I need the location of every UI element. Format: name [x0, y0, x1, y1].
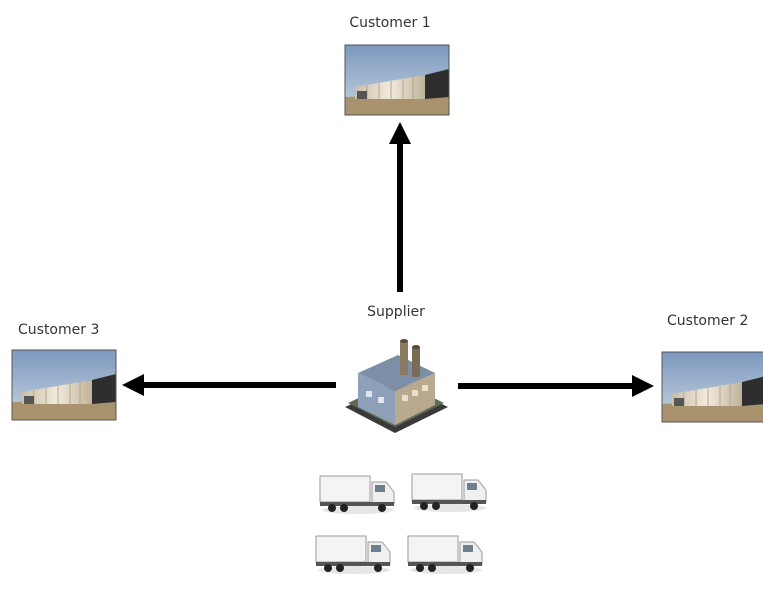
arrow-to-customer-1-head: [389, 122, 411, 144]
truck-icon: [315, 535, 391, 575]
truck-fleet: [315, 473, 487, 575]
connector-arrows: [122, 122, 654, 397]
truck-icon: [319, 475, 395, 515]
customer-1-label: Customer 1: [349, 15, 430, 31]
customer-1-warehouse-icon: [344, 44, 450, 116]
truck-icon: [407, 535, 483, 575]
factory-icon: [345, 339, 448, 433]
arrow-to-customer-2-head: [632, 375, 654, 397]
supplier-label: Supplier: [367, 304, 425, 320]
customer-3-warehouse-icon: [11, 349, 117, 421]
truck-icon: [411, 473, 487, 513]
customer-2-label: Customer 2: [667, 313, 748, 329]
arrow-to-customer-3-head: [122, 374, 144, 396]
customer-2-warehouse-icon: [661, 351, 763, 423]
customer-3-label: Customer 3: [18, 322, 99, 338]
